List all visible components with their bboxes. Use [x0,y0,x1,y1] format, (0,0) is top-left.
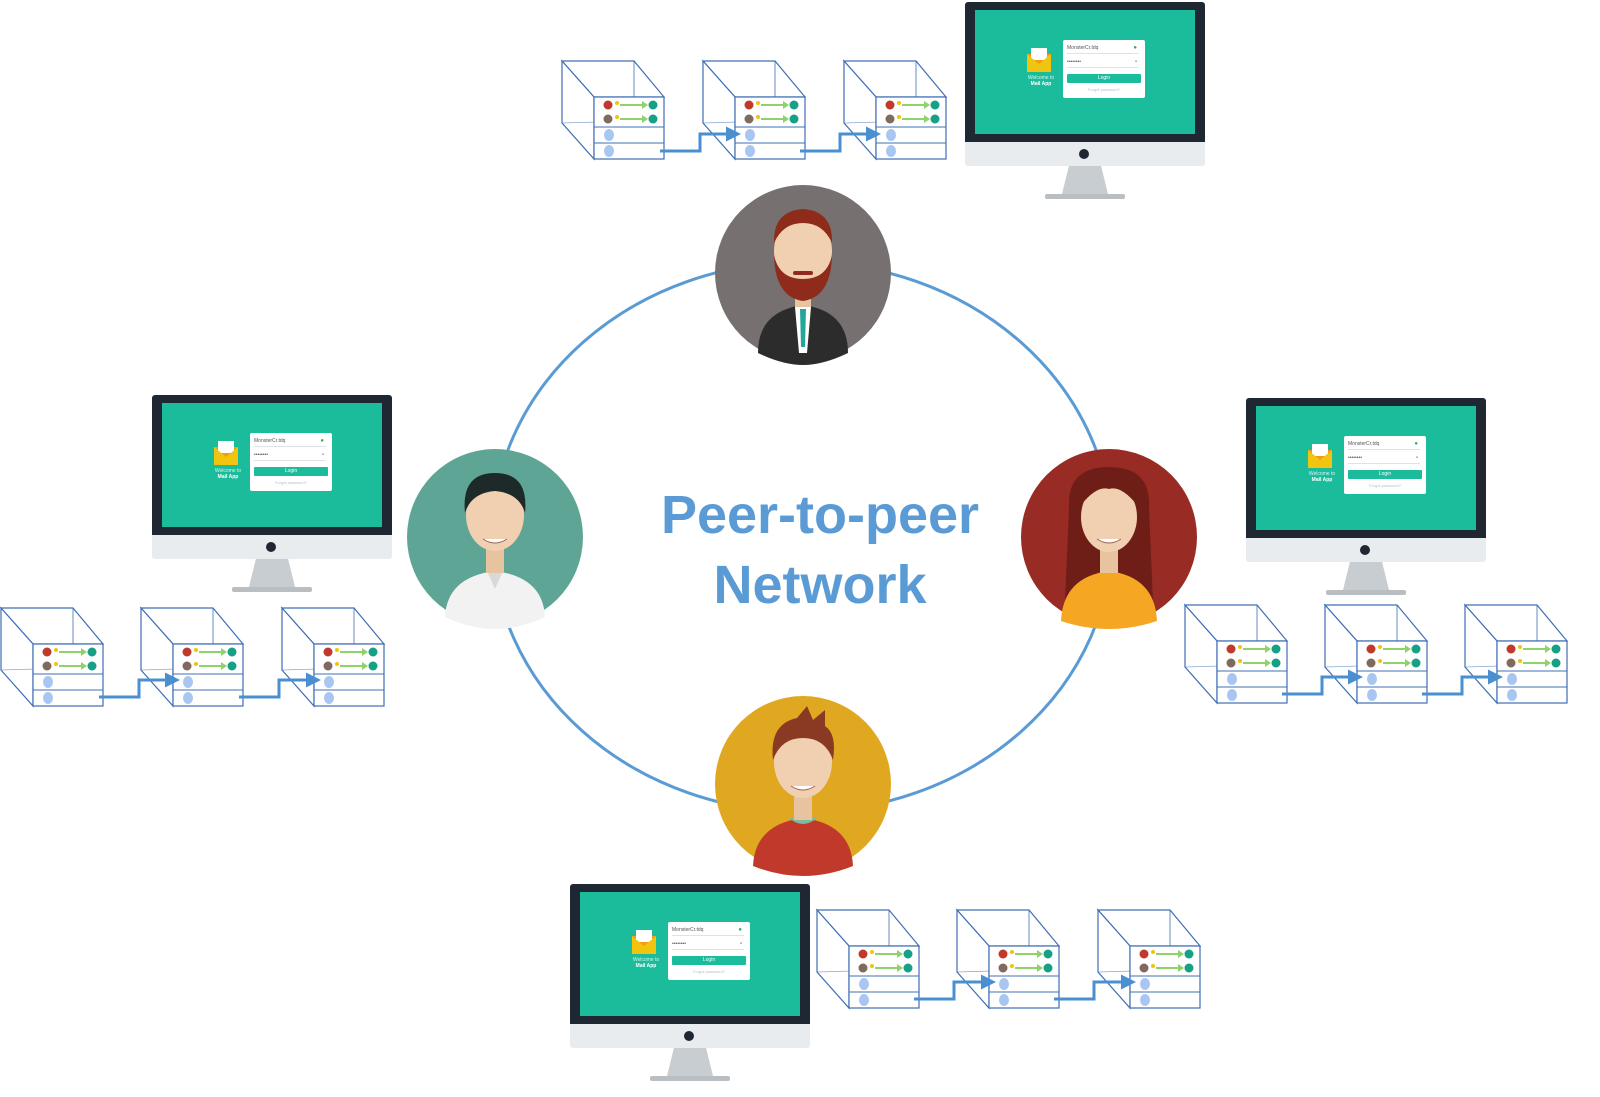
peer-woman [1021,449,1197,629]
monitor-stand [667,1048,713,1076]
login-card: MonsterCr.tdq● ••••••••▪ Login Forgot pa… [668,922,750,980]
forgot-link[interactable]: Forgot password? [1087,87,1120,92]
username-field[interactable]: MonsterCr.tdq● [1348,439,1420,450]
arrow-right-icon [800,126,881,153]
login-screen: Welcome to Mail App MonsterCr.tdq● •••••… [162,403,382,527]
welcome-text: Welcome to [632,957,660,963]
block [1324,604,1428,704]
user-icon: ● [320,438,324,444]
password-field[interactable]: ••••••••▪ [254,450,326,461]
login-card: MonsterCr.tdq● ••••••••▪ Login Forgot pa… [250,433,332,491]
login-card: MonsterCr.tdq● ••••••••▪ Login Forgot pa… [1344,436,1426,494]
lock-icon: ▪ [739,941,742,947]
user-icon: ● [1133,45,1137,51]
camera-dot [1079,149,1089,159]
title-line-2: Network [713,555,927,615]
monitor-stand [1062,166,1108,194]
block [561,60,665,160]
login-button[interactable]: Login [1348,470,1422,479]
block [281,607,385,707]
camera-dot [684,1031,694,1041]
block [140,607,244,707]
block [1097,909,1201,1009]
lock-icon: ▪ [1134,59,1137,65]
block [1464,604,1568,704]
username-field[interactable]: MonsterCr.tdq● [254,436,326,447]
username-field[interactable]: MonsterCr.tdq● [1067,43,1139,54]
envelope-icon [632,930,656,954]
computer-top-right: Welcome to Mail App MonsterCr.tdq● •••••… [965,2,1205,202]
password-field[interactable]: ••••••••▪ [1067,57,1139,68]
arrow-right-icon [1054,974,1136,1001]
app-name: Mail App [635,963,657,969]
arrow-right-icon [660,126,741,153]
monitor-base [1045,194,1125,199]
monitor-stand [249,559,295,587]
envelope-icon [214,441,238,465]
computer-right: Welcome to Mail App MonsterCr.tdq● •••••… [1246,398,1486,598]
monitor-base [650,1076,730,1081]
monitor-stand [1343,562,1389,590]
computer-bottom: Welcome to Mail App MonsterCr.tdq● •••••… [570,884,810,1084]
blockchain-left [0,607,385,707]
envelope-icon [1308,444,1332,468]
envelope-icon [1027,48,1051,72]
block [0,607,104,707]
camera-dot [266,542,276,552]
lock-icon: ▪ [1415,455,1418,461]
arrow-right-icon [99,672,180,699]
arrow-right-icon [1422,669,1503,696]
app-name: Mail App [1311,477,1333,483]
block [702,60,806,160]
login-button[interactable]: Login [254,467,328,476]
peer-young-man [715,696,891,876]
app-name: Mail App [217,474,239,480]
password-field[interactable]: ••••••••▪ [672,939,744,950]
user-icon: ● [738,927,742,933]
login-screen: Welcome to Mail App MonsterCr.tdq● •••••… [975,10,1195,134]
login-button[interactable]: Login [672,956,746,965]
monitor-base [232,587,312,592]
app-name: Mail App [1030,81,1052,87]
blockchain-bottom [816,909,1201,1009]
block [816,909,920,1009]
camera-dot [1360,545,1370,555]
login-button[interactable]: Login [1067,74,1141,83]
username-field[interactable]: MonsterCr.tdq● [672,925,744,936]
blockchain-top [561,60,947,160]
diagram-title: Peer-to-peer Network [580,480,1060,620]
peer-man-white-shirt [407,449,583,629]
welcome-text: Welcome to [1027,75,1055,81]
arrow-right-icon [1282,669,1363,696]
login-screen: Welcome to Mail App MonsterCr.tdq● •••••… [1256,406,1476,530]
title-line-1: Peer-to-peer [660,485,980,545]
arrow-right-icon [914,974,996,1001]
user-icon: ● [1414,441,1418,447]
forgot-link[interactable]: Forgot password? [692,969,725,974]
block [843,60,947,160]
monitor-base [1326,590,1406,595]
password-field[interactable]: ••••••••▪ [1348,453,1420,464]
forgot-link[interactable]: Forgot password? [1368,483,1401,488]
computer-left: Welcome to Mail App MonsterCr.tdq● •••••… [152,395,392,595]
block [956,909,1060,1009]
login-card: MonsterCr.tdq● ••••••••▪ Login Forgot pa… [1063,40,1145,98]
blockchain-right [1184,604,1568,704]
lock-icon: ▪ [321,452,324,458]
block [1184,604,1288,704]
welcome-text: Welcome to [214,468,242,474]
peer-bearded-man [715,185,891,365]
welcome-text: Welcome to [1308,471,1336,477]
forgot-link[interactable]: Forgot password? [274,480,307,485]
arrow-right-icon [239,672,321,699]
login-screen: Welcome to Mail App MonsterCr.tdq● •••••… [580,892,800,1016]
